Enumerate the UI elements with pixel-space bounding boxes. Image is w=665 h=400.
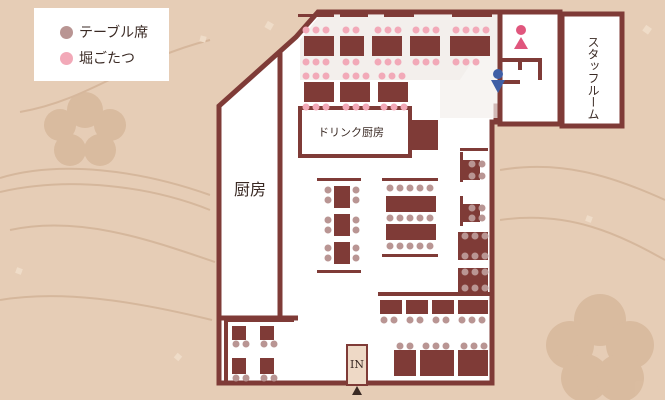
restroom-male-icon [491, 69, 505, 93]
staff-room-label: スタッフルーム [586, 36, 600, 120]
sakura-flower-icon [44, 92, 654, 400]
entrance-arrow-icon [352, 386, 362, 395]
legend-item-table: テーブル席 [60, 22, 148, 42]
kitchen-label: 厨房 [234, 180, 267, 199]
legend-item-horigotatsu: 堀ごたつ [60, 48, 135, 68]
confetti-decoration [15, 20, 652, 362]
entrance-mat [346, 344, 368, 386]
table-seats [324, 160, 489, 292]
table-seat-icon [60, 25, 73, 39]
restroom-female-icon [514, 25, 528, 49]
legend-label: テーブル席 [79, 25, 149, 41]
staff-room [559, 11, 625, 129]
restroom-area [497, 9, 563, 127]
legend-label: 堀ごたつ [79, 51, 135, 67]
bottom-tables [224, 292, 490, 382]
legend: テーブル席 堀ごたつ [34, 8, 169, 81]
bottom-table-seats [232, 316, 488, 382]
drink-kitchen-label: ドリンク厨房 [318, 126, 384, 139]
horigotatsu-seats [302, 26, 490, 111]
horigotatsu-tables-row1 [298, 14, 492, 102]
horigotatsu-seat-icon [60, 51, 73, 65]
entrance-label: IN [350, 358, 364, 371]
